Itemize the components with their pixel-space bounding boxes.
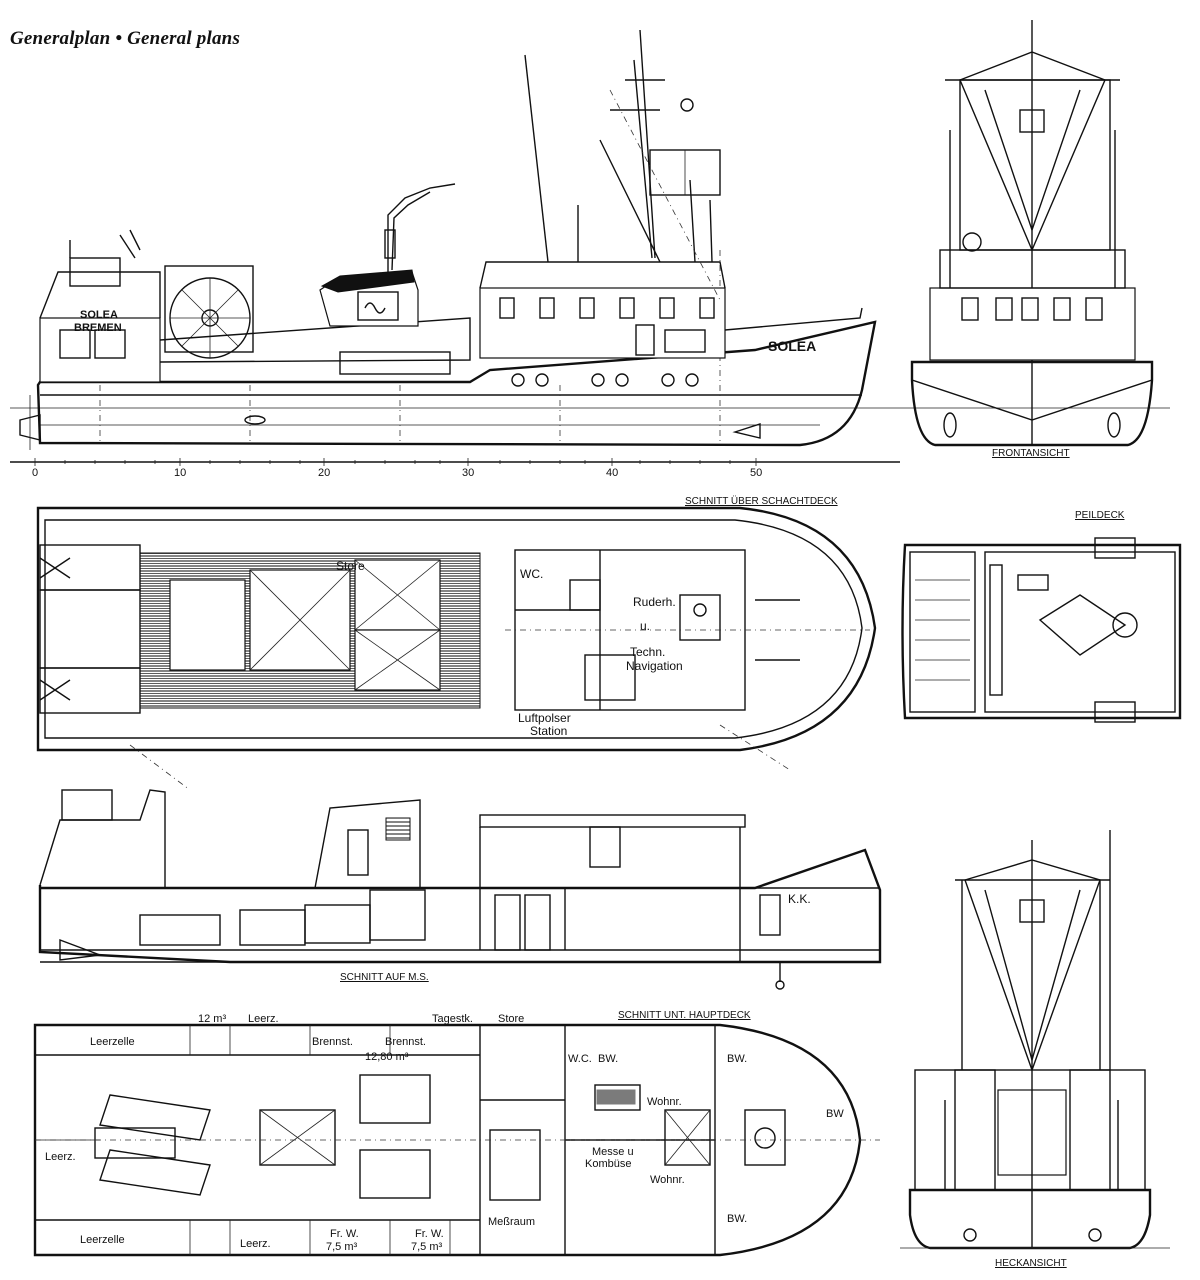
scale-50: 50 bbox=[750, 467, 762, 479]
haupt-brennst-2: Brennst. bbox=[385, 1036, 426, 1048]
haupt-leerzelle-top: Leerzelle bbox=[90, 1036, 135, 1048]
haupt-leerz-top: Leerz. bbox=[248, 1013, 279, 1025]
haupt-bw-2: BW. bbox=[727, 1053, 747, 1065]
haupt-12m3: 12 m³ bbox=[198, 1013, 226, 1025]
haupt-messraum: Meßraum bbox=[488, 1216, 535, 1228]
scale-30: 30 bbox=[462, 467, 474, 479]
room-luft-2: Station bbox=[530, 724, 567, 738]
room-ruder-1: Ruderh. bbox=[633, 595, 676, 609]
haupt-frw-2a: Fr. W. bbox=[415, 1228, 444, 1240]
scale-20: 20 bbox=[318, 467, 330, 479]
bow-name: SOLEA bbox=[768, 338, 816, 354]
room-techn-2: Navigation bbox=[626, 659, 683, 673]
room-store: Store bbox=[336, 559, 365, 573]
stern-name: SOLEA bbox=[80, 309, 118, 321]
room-wc: WC. bbox=[520, 567, 543, 581]
front-view-label: FRONTANSICHT bbox=[992, 448, 1070, 459]
haupt-bw-1: BW. bbox=[598, 1053, 618, 1065]
peildeck-label: PEILDECK bbox=[1075, 510, 1125, 521]
room-techn-1: Techn. bbox=[630, 645, 665, 659]
haupt-bw-4: BW bbox=[826, 1108, 844, 1120]
haupt-tagestk: Tagestk. bbox=[432, 1013, 473, 1025]
front-view: FRONTANSICHT bbox=[900, 20, 1170, 459]
scale-10: 10 bbox=[174, 467, 186, 479]
stern-view: HECKANSICHT bbox=[900, 830, 1170, 1269]
room-ruder-2: u. bbox=[640, 619, 650, 633]
hauptdeck-label: SCHNITT UNT. HAUPTDECK bbox=[618, 1010, 751, 1021]
stern-port: BREMEN bbox=[74, 322, 122, 334]
stern-view-label: HECKANSICHT bbox=[995, 1258, 1067, 1269]
haupt-wc: W.C. bbox=[568, 1053, 592, 1065]
haupt-wohnr-1: Wohnr. bbox=[647, 1096, 682, 1108]
profile-view: 0 10 20 30 40 50 SOLEA BREMEN SOLEA bbox=[10, 29, 900, 479]
haupt-wohnr-2: Wohnr. bbox=[650, 1174, 685, 1186]
hauptdeck-plan: SCHNITT UNT. HAUPTDECK 12 m³ Leerz. Tage… bbox=[33, 1010, 880, 1257]
haupt-bw-3: BW. bbox=[727, 1213, 747, 1225]
haupt-1280m3: 12,80 m³ bbox=[365, 1051, 409, 1063]
room-luft-1: Luftpolser bbox=[518, 711, 571, 725]
haupt-leerz-bot: Leerz. bbox=[240, 1238, 271, 1250]
peildeck-plan: PEILDECK bbox=[901, 510, 1182, 723]
scale-40: 40 bbox=[606, 467, 618, 479]
schachtdeck-plan: SCHNITT ÜBER SCHACHTDECK Store WC. Ruder… bbox=[36, 495, 877, 791]
haupt-frw-1b: 7,5 m³ bbox=[326, 1241, 358, 1253]
haupt-frw-2b: 7,5 m³ bbox=[411, 1241, 443, 1253]
haupt-leerz-left: Leerz. bbox=[45, 1151, 76, 1163]
scale-0: 0 bbox=[32, 467, 38, 479]
schacht-label: SCHNITT ÜBER SCHACHTDECK bbox=[685, 495, 838, 507]
haupt-brennst-1: Brennst. bbox=[312, 1036, 353, 1048]
haupt-leerzelle-bot: Leerzelle bbox=[80, 1234, 125, 1246]
ms-section: K.K. SCHNITT AUF M.S. bbox=[38, 789, 882, 990]
ms-kk: K.K. bbox=[788, 892, 811, 906]
haupt-messe-2: Kombüse bbox=[585, 1158, 631, 1170]
plan-title: Generalplan • General plans bbox=[10, 28, 241, 49]
haupt-frw-1a: Fr. W. bbox=[330, 1228, 359, 1240]
ms-label: SCHNITT AUF M.S. bbox=[340, 972, 429, 983]
haupt-messe-1: Messe u bbox=[592, 1146, 634, 1158]
haupt-store: Store bbox=[498, 1013, 524, 1025]
